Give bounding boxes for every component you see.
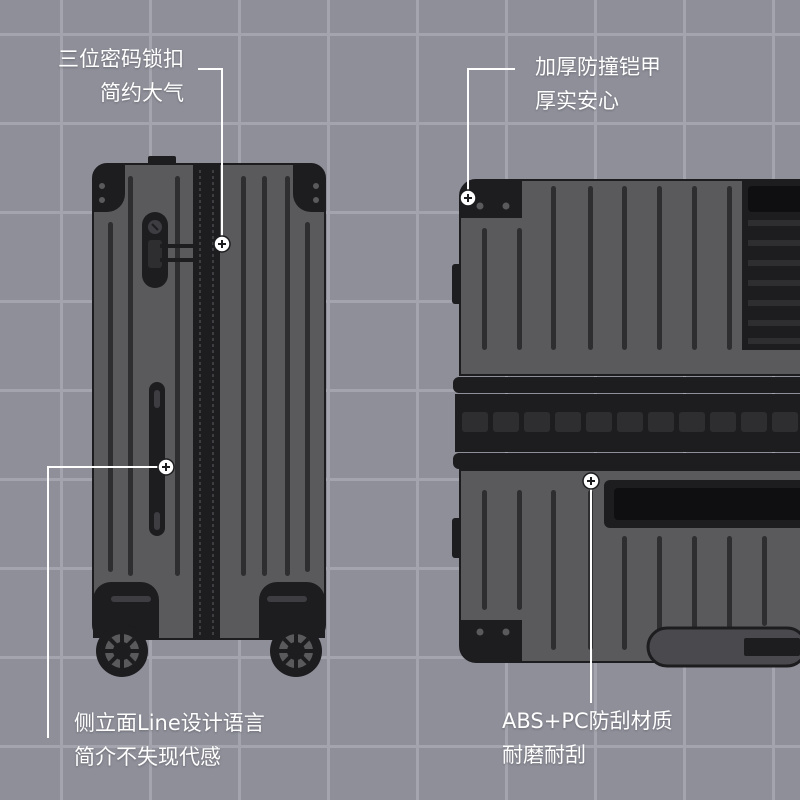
corner-guard-side-bottom — [460, 620, 522, 662]
plus-circle-icon[interactable] — [157, 458, 175, 476]
zipper — [193, 164, 220, 639]
suitcase-side-view — [452, 179, 800, 668]
zipper-segments — [462, 412, 798, 432]
bottom-carry-handle — [646, 626, 800, 668]
callout-side: 侧立面Line设计语言 简介不失现代感 — [74, 706, 265, 774]
callout-lock-subtitle: 简约大气 — [100, 81, 184, 105]
callout-side-subtitle: 简介不失现代感 — [74, 745, 221, 769]
wheel-icon — [270, 625, 322, 677]
side-handle — [149, 382, 165, 536]
callout-material-title: ABS+PC防刮材质 — [502, 709, 673, 733]
callout-side-title: 侧立面Line设计语言 — [74, 711, 265, 735]
corner-guard-top-right — [293, 164, 325, 212]
callout-material-subtitle: 耐磨耐刮 — [502, 743, 586, 767]
callout-armor-subtitle: 厚实安心 — [535, 89, 619, 113]
leader-lines — [47, 68, 592, 738]
corner-guard-top-left — [93, 164, 125, 212]
zipper-band-bottom — [453, 453, 800, 469]
plus-circle-icon[interactable] — [582, 472, 600, 490]
wheel-icon — [96, 625, 148, 677]
zipper-band-top — [453, 377, 800, 393]
callout-lock: 三位密码锁扣 简约大气 — [30, 42, 184, 110]
callout-armor: 加厚防撞铠甲 厚实安心 — [535, 50, 661, 118]
plus-circle-icon[interactable] — [213, 235, 231, 253]
side-grooves-top — [482, 186, 732, 350]
plus-circle-icon[interactable] — [459, 189, 477, 207]
suitcase-front-view — [92, 156, 326, 677]
front-grooves — [108, 176, 310, 576]
callout-material: ABS+PC防刮材质 耐磨耐刮 — [502, 704, 673, 772]
callout-lock-title: 三位密码锁扣 — [58, 47, 184, 71]
callout-armor-title: 加厚防撞铠甲 — [535, 55, 661, 79]
